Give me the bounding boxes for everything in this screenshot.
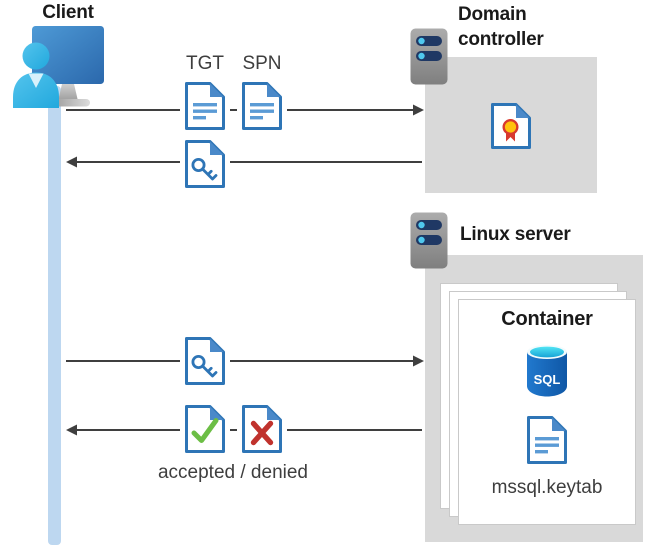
spn-document-icon	[237, 77, 287, 135]
sql-label: SQL	[534, 372, 561, 387]
domain-controller-label: Domain controller	[458, 4, 544, 50]
tgt-document-icon	[180, 77, 230, 135]
container-card-front	[458, 299, 636, 525]
tgt-label: TGT	[186, 53, 224, 74]
keytab-document-icon	[527, 416, 567, 464]
user-at-computer-icon	[10, 24, 106, 108]
certificate-document-icon	[491, 103, 531, 149]
keytab-label: mssql.keytab	[491, 477, 603, 498]
monitor-icon	[32, 26, 104, 107]
arrow-client-to-linux	[66, 355, 424, 367]
client-lifeline	[48, 86, 61, 545]
denied-cross-document-icon	[237, 400, 287, 458]
arrow-dc-to-client	[66, 156, 422, 168]
arrowhead-right-icon	[413, 104, 424, 116]
arrowhead-right-icon	[413, 355, 424, 367]
result-label: accepted / denied	[157, 462, 308, 483]
linux-server-label: Linux server	[460, 224, 571, 245]
sql-database-icon: SQL	[523, 342, 571, 398]
accepted-check-document-icon	[180, 400, 230, 458]
spn-label: SPN	[242, 53, 282, 74]
arrowhead-left-icon	[66, 156, 77, 168]
service-ticket-key-icon	[180, 332, 230, 390]
client-label: Client	[42, 2, 94, 23]
arrowhead-left-icon	[66, 424, 77, 436]
domain-controller-server-icon	[410, 28, 448, 85]
person-icon	[13, 42, 59, 108]
container-label: Container	[501, 308, 593, 330]
linux-server-icon	[410, 212, 448, 269]
service-ticket-key-icon	[180, 135, 230, 193]
